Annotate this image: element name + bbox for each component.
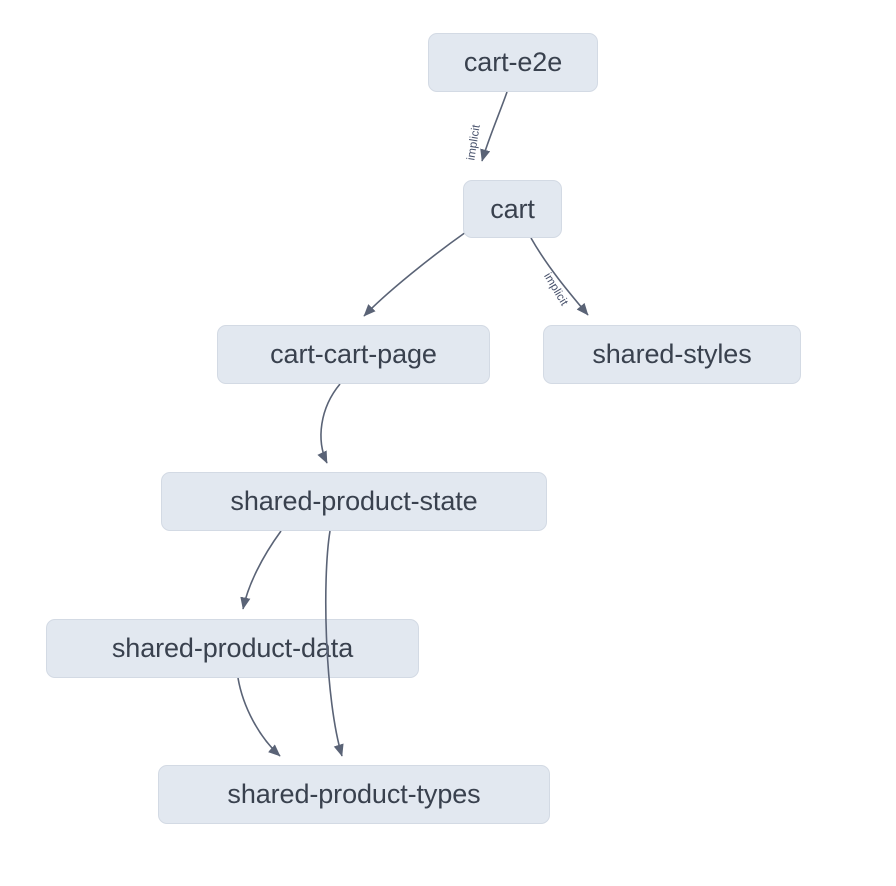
graph-node-label: cart-cart-page [270, 339, 437, 369]
graph-node-label: shared-product-state [230, 486, 478, 516]
edge-path [480, 91, 508, 162]
edge-label-implicit-1: implicit [465, 123, 483, 161]
edge-cart-to-cart-cart-page [363, 231, 467, 317]
graph-node-label: cart [490, 193, 535, 224]
graph-node-label: cart-e2e [463, 47, 563, 77]
graph-node-shared-styles[interactable]: shared-styles [543, 325, 801, 384]
graph-node-label: shared-product-types [227, 779, 481, 809]
edge-label-implicit-2: implicit [541, 271, 570, 309]
edge-shared-product-data-to-shared-product-types [237, 677, 281, 757]
edge-shared-product-state-to-shared-product-data [240, 530, 282, 610]
graph-node-cart-e2e[interactable]: cart-e2e [428, 33, 598, 92]
graph-node-cart[interactable]: cart [463, 180, 562, 238]
graph-node-shared-product-types[interactable]: shared-product-types [158, 765, 550, 824]
edge-path [530, 237, 589, 316]
graph-node-label: shared-product-data [111, 633, 354, 663]
graph-node-label: shared-styles [592, 339, 752, 369]
edge-cart-cart-page-to-shared-product-state [317, 383, 341, 464]
edge-path [317, 383, 341, 464]
edge-path [237, 677, 281, 757]
edge-path [363, 231, 467, 317]
graph-node-shared-product-data[interactable]: shared-product-data [46, 619, 419, 678]
graph-node-shared-product-state[interactable]: shared-product-state [161, 472, 547, 531]
edge-path [240, 530, 282, 610]
graph-node-cart-cart-page[interactable]: cart-cart-page [217, 325, 490, 384]
edge-cart-e2e-to-cart: implicit [465, 91, 508, 162]
edge-cart-to-shared-styles: implicit [530, 237, 589, 316]
